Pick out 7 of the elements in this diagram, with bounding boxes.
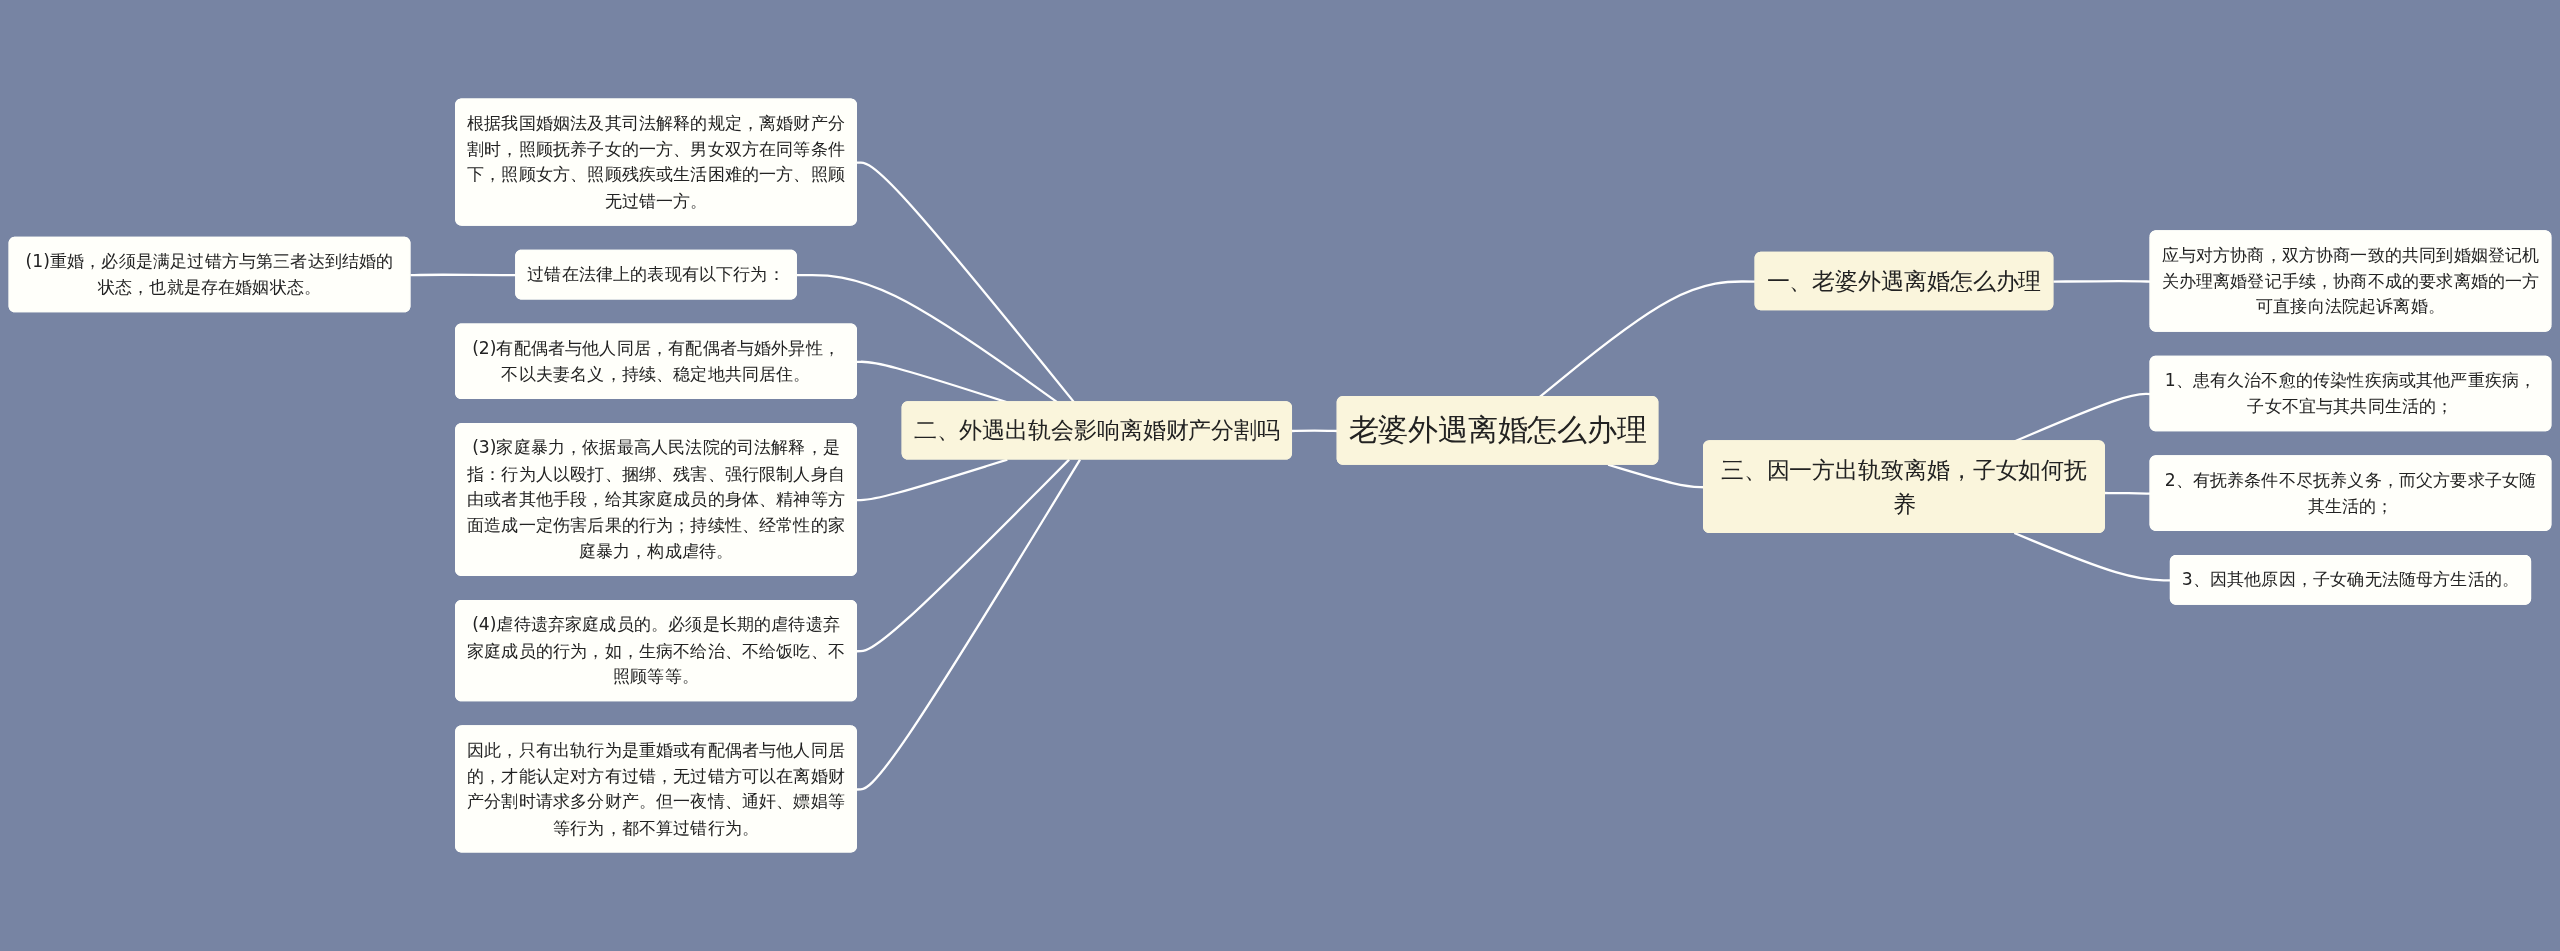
connector (2013, 531, 2171, 582)
connector (2104, 491, 2151, 495)
connector (856, 458, 1070, 653)
connector (856, 458, 1008, 502)
connector (856, 459, 1081, 791)
connector (1292, 429, 1338, 433)
connector (2053, 280, 2151, 283)
